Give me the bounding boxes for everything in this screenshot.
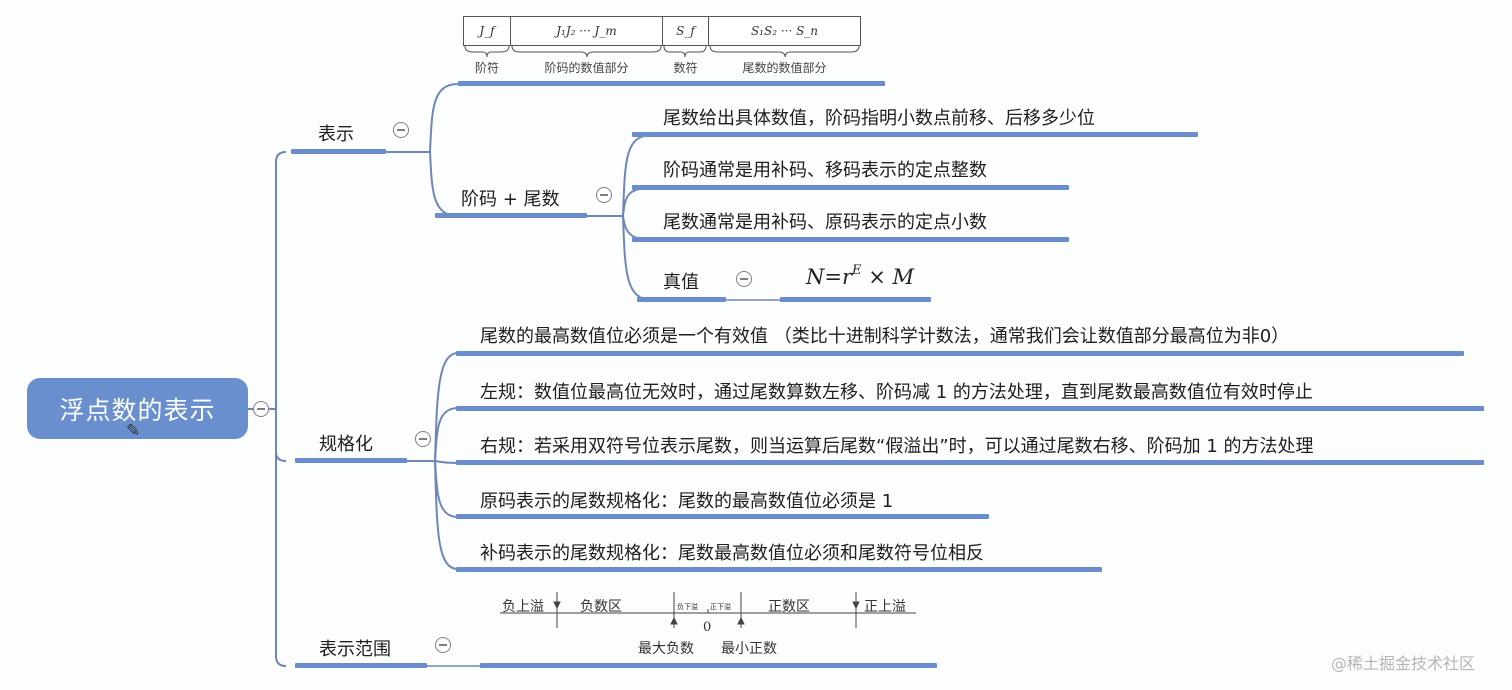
- exponent-mantissa-collapse-icon[interactable]: [596, 187, 612, 203]
- representation-collapse-icon[interactable]: [393, 122, 409, 138]
- max-negative-label: 最大负数: [638, 641, 694, 657]
- item-bar: [456, 567, 1102, 572]
- format-cell-exp-sign: J_f: [463, 16, 511, 46]
- formula-exponent: E: [852, 263, 862, 278]
- format-label-exp-sign: 阶符: [474, 61, 499, 75]
- zero-label: 0: [703, 620, 712, 635]
- branch-normalization-label[interactable]: 规格化: [319, 434, 373, 455]
- true-value-formula: N=rE × M: [806, 263, 914, 289]
- formula-tail: × M: [861, 265, 914, 289]
- format-label-exp-value: 阶码的数值部分: [544, 61, 629, 75]
- format-diagram-bar: [458, 81, 885, 86]
- number-line: [500, 592, 916, 628]
- pos-underflow-label: 正下溢: [710, 603, 731, 611]
- item-bar: [456, 514, 989, 519]
- format-label-mantissa-value: 尾数的数值部分: [742, 61, 827, 75]
- item-bar: [632, 237, 1069, 242]
- formula-bar: [780, 297, 931, 302]
- root-collapse-icon[interactable]: [253, 401, 269, 417]
- exponent-mantissa-label[interactable]: 阶码 + 尾数: [461, 189, 560, 210]
- pencil-icon[interactable]: ✎: [126, 421, 141, 441]
- true-value-bar: [637, 297, 726, 302]
- branch-representation-bar: [291, 149, 386, 154]
- branch-representation-label[interactable]: 表示: [318, 124, 354, 145]
- neg-region-label: 负数区: [580, 599, 622, 615]
- item-bar: [456, 460, 1484, 465]
- true-value-label[interactable]: 真值: [663, 272, 699, 293]
- root-node[interactable]: 浮点数的表示: [27, 378, 248, 439]
- true-value-collapse-icon[interactable]: [736, 271, 752, 287]
- format-cell-mantissa-value: S₁S₂ ··· S_n: [708, 16, 861, 46]
- exponent-mantissa-item-1[interactable]: 尾数给出具体数值，阶码指明小数点前移、后移多少位: [663, 108, 1095, 129]
- exponent-mantissa-bar: [435, 213, 587, 218]
- exponent-mantissa-item-2[interactable]: 阶码通常是用补码、移码表示的定点整数: [663, 160, 987, 181]
- branch-normalization-bar: [295, 458, 407, 463]
- normalization-item-2[interactable]: 左规：数值位最高位无效时，通过尾数算数左移、阶码减 1 的方法处理，直到尾数最高…: [480, 382, 1313, 403]
- range-collapse-icon[interactable]: [435, 637, 451, 653]
- normalization-item-4[interactable]: 原码表示的尾数规格化：尾数的最高数值位必须是 1: [480, 491, 894, 512]
- normalization-item-1[interactable]: 尾数的最高数值位必须是一个有效值 （类比十进制科学计数法，通常我们会让数值部分最…: [480, 326, 1290, 347]
- pos-overflow-label: 正上溢: [864, 599, 906, 615]
- exponent-mantissa-item-3[interactable]: 尾数通常是用补码、原码表示的定点小数: [663, 212, 987, 233]
- format-cell-exp-value: J₁J₂ ··· J_m: [510, 16, 663, 46]
- normalization-collapse-icon[interactable]: [415, 431, 431, 447]
- item-bar: [632, 185, 1069, 190]
- watermark: @稀土掘金技术社区: [1331, 654, 1476, 673]
- format-cell-mantissa-sign: S_f: [662, 16, 709, 46]
- item-bar: [456, 406, 1484, 411]
- formula-base: N=r: [806, 265, 853, 289]
- branch-range-label[interactable]: 表示范围: [319, 639, 391, 660]
- neg-underflow-label: 负下溢: [677, 603, 698, 611]
- format-label-mantissa-sign: 数符: [673, 61, 698, 75]
- range-diagram-bar: [480, 663, 937, 668]
- min-positive-label: 最小正数: [721, 641, 777, 657]
- normalization-item-5[interactable]: 补码表示的尾数规格化：尾数最高数值位必须和尾数符号位相反: [480, 543, 984, 564]
- pos-region-label: 正数区: [768, 599, 810, 615]
- item-bar: [456, 351, 1464, 356]
- range-number-line-diagram: 负上溢 负数区 负下溢 正下溢 正数区 正上溢 0 最大负数 最小正数: [498, 588, 918, 660]
- item-bar: [632, 132, 1198, 137]
- normalization-item-3[interactable]: 右规：若采用双符号位表示尾数，则当运算后尾数“假溢出”时，可以通过尾数右移、阶码…: [480, 436, 1314, 457]
- root-label: 浮点数的表示: [59, 395, 216, 425]
- format-braces: [464, 46, 860, 58]
- neg-overflow-label: 负上溢: [502, 599, 544, 615]
- branch-range-bar: [295, 663, 427, 668]
